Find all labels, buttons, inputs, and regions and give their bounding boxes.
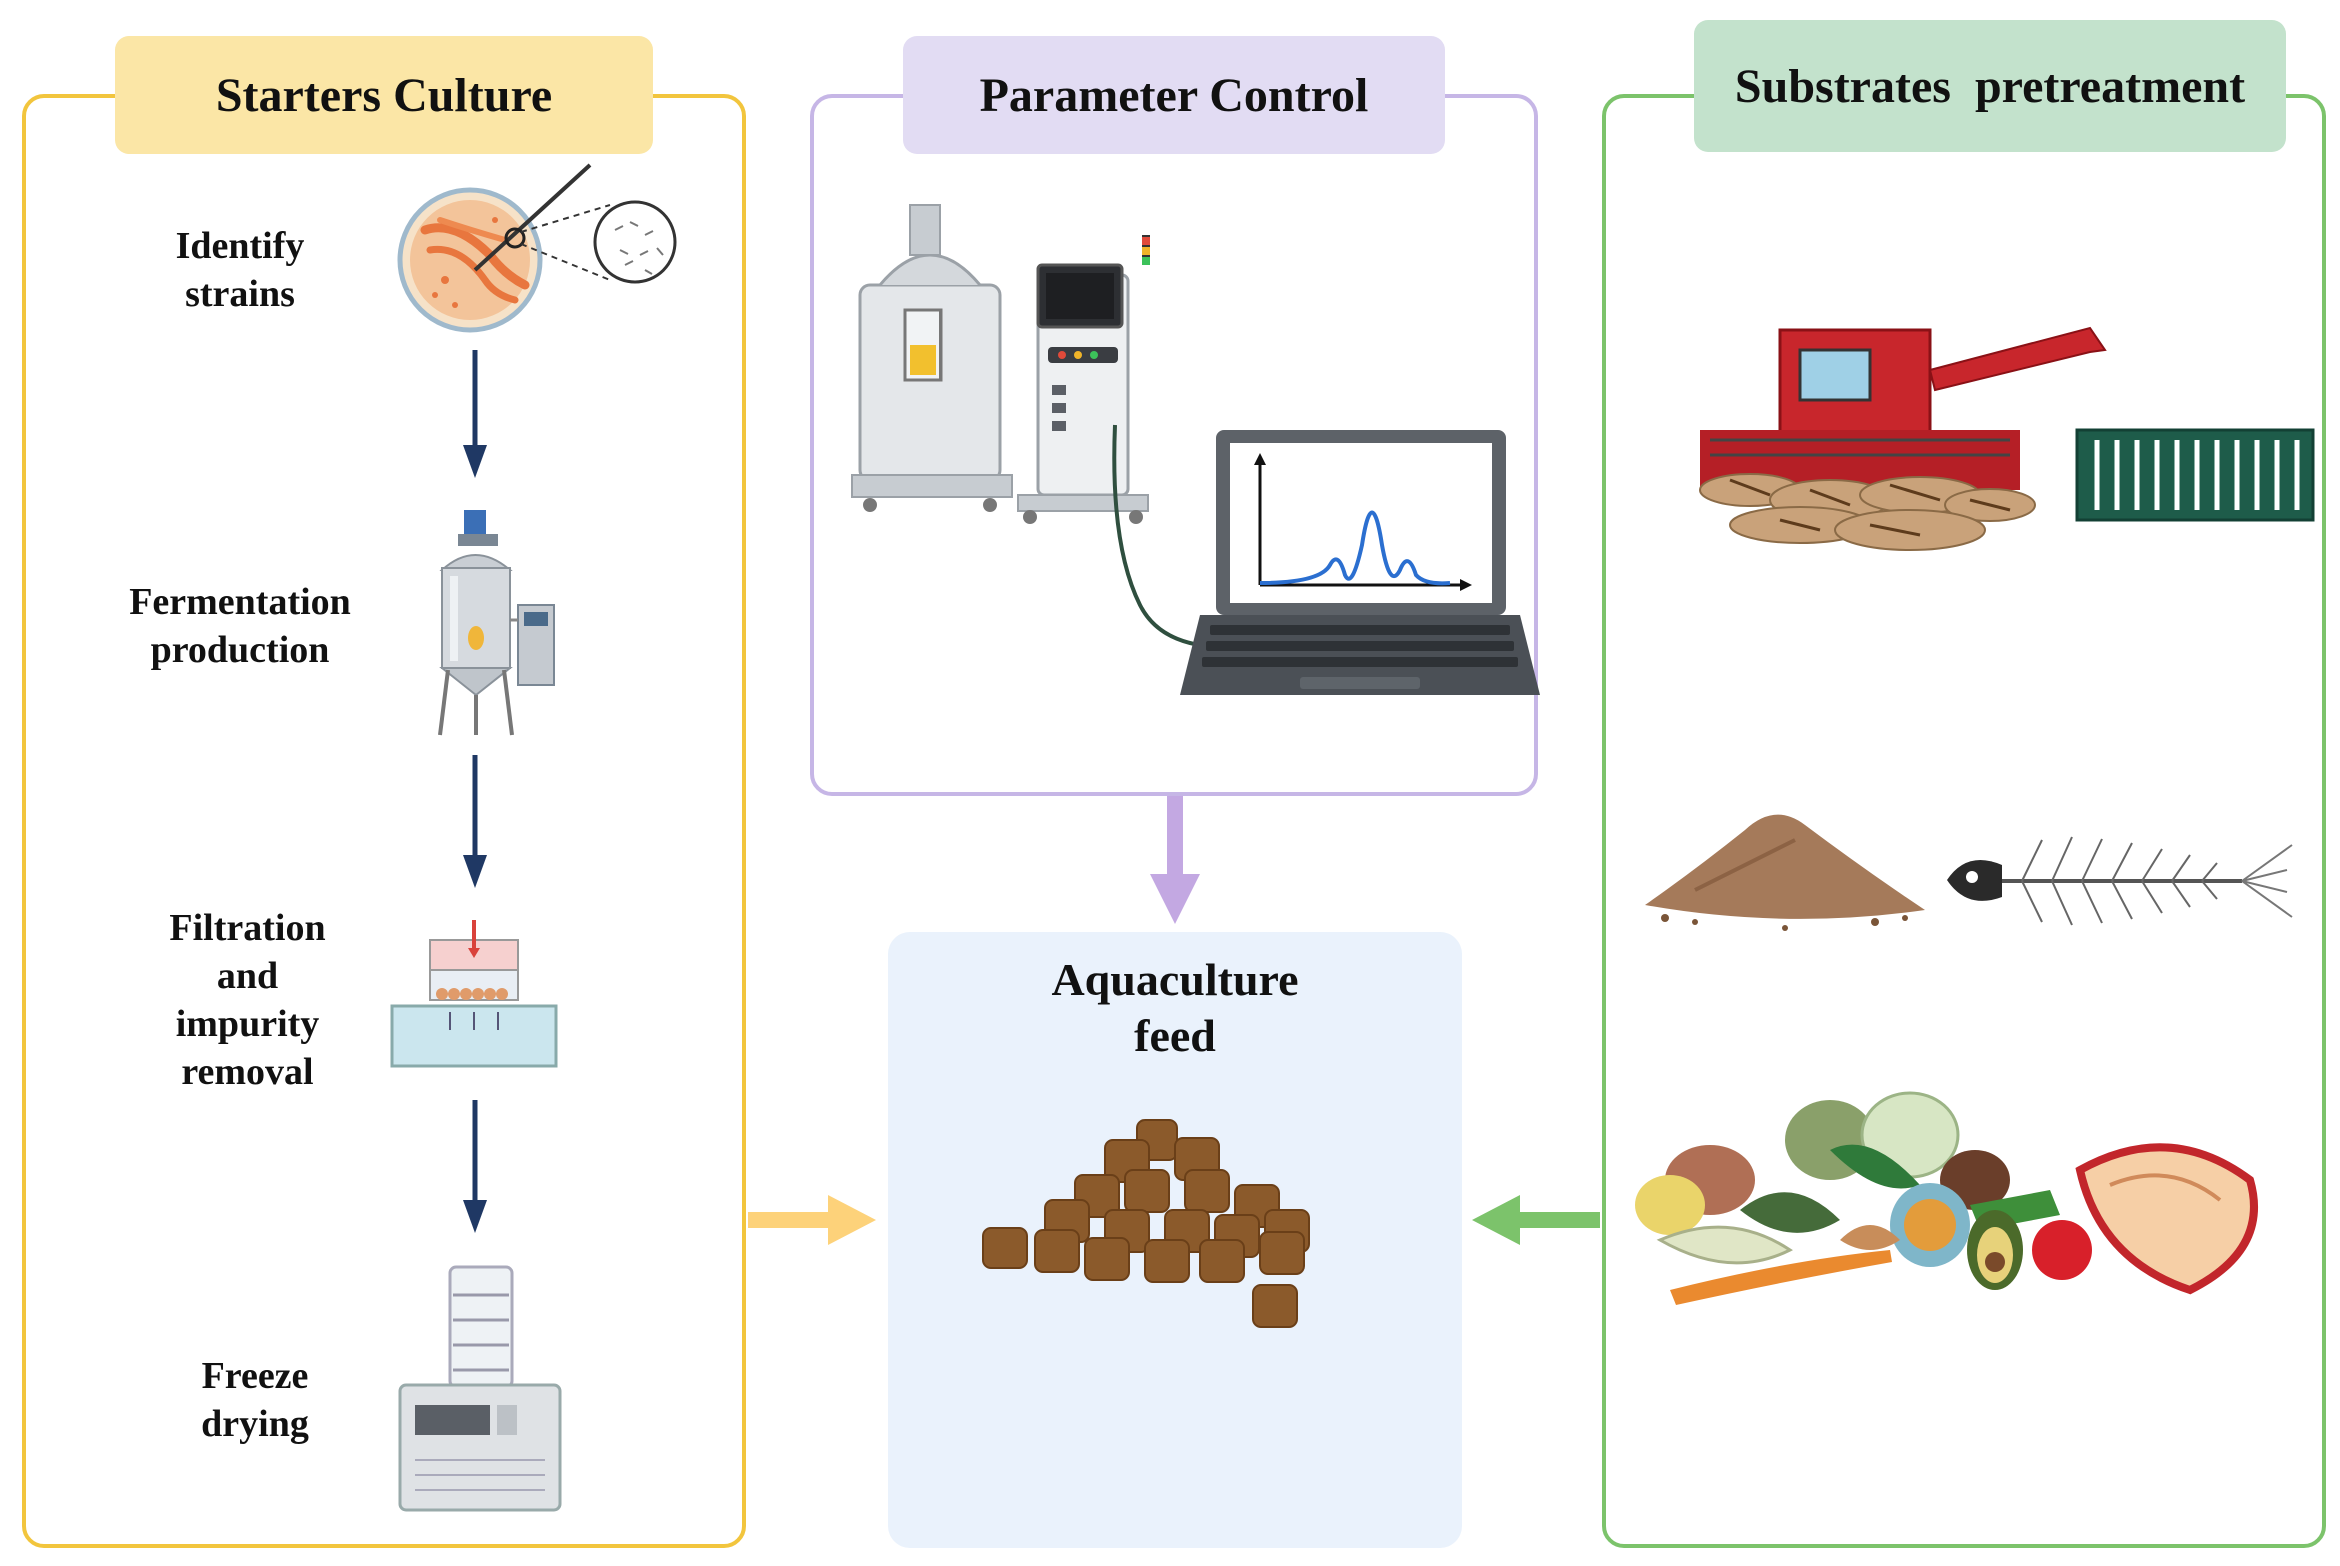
step-arrow-1 [463,350,487,478]
step-label-freeze-drying: Freeze drying [201,1355,309,1445]
freeze-dryer-icon [398,1265,562,1512]
step-label-fermentation-production: Fermentation production [129,581,351,671]
filtration-unit-icon [390,920,558,1068]
laptop-chart-icon [1112,424,1540,695]
bioreactor-tank-icon [438,510,555,736]
feed-pellets-icon [982,1119,1310,1328]
aquaculture-title-line2: feed [1134,1010,1216,1061]
step-arrow-2 [463,755,487,888]
combine-harvester-icon [1699,326,2107,551]
parameter-to-feed-arrow [1150,796,1200,924]
meal-powder-icon [1645,814,1925,931]
food-waste-icon [1635,1091,2258,1305]
fish-bone-icon [1947,836,2293,926]
aquaculture-title-line1: Aquaculture [1051,954,1299,1005]
step-label-identify-strains: Identify strains [175,225,305,315]
step-arrow-3 [463,1100,487,1233]
parameter-control-header: Parameter Control [903,36,1445,154]
petri-dish-icon [397,163,677,333]
starters-to-feed-arrow [748,1195,876,1245]
substrates-pretreatment-header: Substrates pretreatment [1694,20,2286,152]
starters-culture-header: Starters Culture [115,36,653,154]
substrates-to-feed-arrow [1472,1195,1600,1245]
lab-fermenter-icon [851,204,1150,524]
crop-residue-icon [2075,428,2315,522]
aquaculture-feed-title: Aquaculture feed [960,952,1390,1064]
step-label-filtration: Filtration and impurity removal [169,907,326,1093]
